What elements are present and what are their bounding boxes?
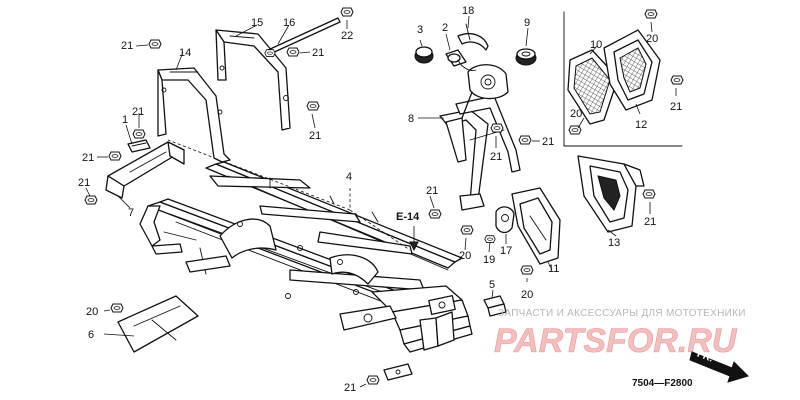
callout-17: 17 (500, 245, 512, 257)
callout-2: 2 (442, 22, 448, 34)
front-direction-label: FR. (695, 349, 714, 365)
grommet-9 (515, 48, 537, 66)
front-direction-arrow: FR. (689, 349, 749, 383)
callout-9: 9 (524, 17, 530, 29)
side-cover-11 (511, 187, 561, 265)
callout-21: 21 (344, 382, 356, 394)
callout-20: 20 (521, 289, 533, 301)
callout-15: 15 (251, 17, 263, 29)
callout-10: 10 (590, 39, 602, 51)
callout-21: 21 (312, 47, 324, 59)
grommet-3 (414, 46, 434, 64)
reflector-cover-12 (603, 29, 661, 111)
callout-11: 11 (548, 263, 559, 275)
callout-22: 22 (341, 30, 353, 42)
callout-21: 21 (82, 152, 94, 164)
support-assembly-8 (439, 64, 521, 211)
callout-5: 5 (489, 279, 495, 291)
bracket-7 (105, 141, 185, 199)
frame-brace-14 (157, 67, 231, 163)
callout-1: 1 (122, 114, 128, 126)
callout-20: 20 (86, 306, 98, 318)
callout-4: 4 (346, 171, 352, 183)
leader-lines (85, 15, 677, 388)
callout-20: 20 (646, 33, 658, 45)
skid-plate-6 (117, 295, 199, 353)
clip-5 (483, 295, 507, 317)
callout-21: 21 (309, 130, 321, 142)
watermark-caption: ЗАПЧАСТИ И АКСЕССУАРЫ ДЛЯ МОТОТЕХНИКИ (498, 308, 746, 319)
main-frame (139, 161, 473, 353)
callout-21: 21 (78, 177, 90, 189)
rear-clip (383, 363, 413, 381)
callout-21: 21 (670, 101, 682, 113)
callout-21: 21 (644, 216, 656, 228)
callout-20: 20 (570, 108, 582, 120)
callout-21: 21 (490, 151, 502, 163)
long-bolt-16 (264, 17, 341, 57)
callout-7: 7 (128, 207, 134, 219)
inset-box (563, 11, 683, 147)
callout-12: 12 (635, 119, 647, 131)
callout-numbers: 1 2 3 4 5 6 7 8 9 10 11 12 13 14 15 16 1… (78, 5, 682, 394)
callout-21: 21 (132, 106, 144, 118)
callout-3: 3 (417, 24, 423, 36)
cross-reference-label: E-14 (396, 211, 420, 223)
callout-18: 18 (462, 5, 474, 17)
callout-19: 19 (483, 254, 495, 266)
grommet-2 (445, 49, 477, 71)
callout-8: 8 (408, 113, 414, 125)
callout-21: 21 (426, 185, 438, 197)
callout-21: 21 (121, 40, 133, 52)
side-cover-13 (577, 155, 645, 233)
reflector-10 (567, 49, 619, 125)
figure-code: 7504—F2800 (632, 378, 693, 389)
callout-16: 16 (283, 17, 295, 29)
callout-21: 21 (542, 136, 554, 148)
callout-14: 14 (179, 47, 191, 59)
plate-1 (127, 139, 151, 153)
clamp-17 (495, 206, 515, 234)
cross-reference-e14: E-14 (396, 211, 420, 252)
callout-6: 6 (88, 329, 94, 341)
callout-20: 20 (459, 250, 471, 262)
callout-13: 13 (608, 237, 620, 249)
hose-18 (457, 23, 489, 51)
